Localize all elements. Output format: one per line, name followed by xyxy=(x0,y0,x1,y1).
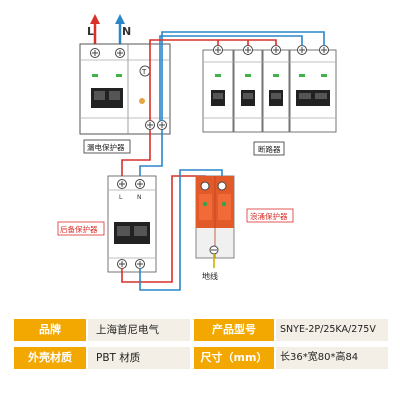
spec-brand-key: 品牌 xyxy=(14,319,86,341)
rcd-indicator-l-icon xyxy=(92,74,98,77)
spec-material-key: 外壳材质 xyxy=(14,347,86,369)
rcd-label-box xyxy=(83,139,131,154)
spec-size-key: 尺寸（mm） xyxy=(194,347,274,369)
rcd-status-dot-icon xyxy=(139,98,145,104)
breaker3-indicator-icon xyxy=(273,74,279,77)
spd-top-screw-n-icon xyxy=(217,181,227,191)
spec-row-1: 品牌 上海首尼电气 产品型号 SNYE-2P/25KA/275V xyxy=(14,319,388,341)
backup-protector-device: L N 后备保护器 xyxy=(57,175,157,273)
backup-terminal-l: L xyxy=(119,194,123,201)
spd-status-window-right-icon xyxy=(221,201,227,207)
ground-wire: 地线 xyxy=(202,254,218,281)
backup-label-box xyxy=(57,221,105,236)
spec-model-value: SNYE-2P/25KA/275V xyxy=(276,319,388,341)
backup-terminal-n: N xyxy=(137,194,142,201)
breaker4-indicator-n-icon xyxy=(321,74,327,77)
wiring-diagram: L N T 漏电保护器 xyxy=(57,14,337,291)
spec-brand-value: 上海首尼电气 xyxy=(88,319,190,341)
spec-material-value: PBT 材质 xyxy=(88,347,190,369)
rcd-to-backup-wiring xyxy=(121,130,163,178)
spec-row-2: 外壳材质 PBT 材质 尺寸（mm） 长36*宽80*高84 xyxy=(14,347,388,369)
breakers-label: 断路器 xyxy=(258,144,281,154)
neutral-arrow-icon xyxy=(115,14,125,24)
spec-size-value: 长36*宽80*高84 xyxy=(276,347,388,369)
backup-label: 后备保护器 xyxy=(60,224,98,234)
neutral-terminal-label: N xyxy=(122,25,131,38)
breakers-label-box xyxy=(253,141,285,156)
rcd-indicator-n-icon xyxy=(116,74,122,77)
spec-model-key: 产品型号 xyxy=(194,319,274,341)
rcd-to-breakers-wiring xyxy=(149,31,325,121)
rcd-test-symbol: T xyxy=(141,68,147,76)
live-terminal-label: L xyxy=(87,25,94,38)
breaker2-indicator-icon xyxy=(245,74,251,77)
spd-status-window-left-icon xyxy=(202,201,208,207)
breaker1-indicator-icon xyxy=(215,74,221,77)
spd-top-screw-l-icon xyxy=(200,181,210,191)
spd-label: 浪涌保护器 xyxy=(250,211,288,221)
breaker-group: 断路器 xyxy=(202,45,337,156)
spd-label-box xyxy=(246,208,294,223)
incoming-terminals: L N xyxy=(87,14,131,60)
rcd-device: T 漏电保护器 xyxy=(79,43,171,154)
surge-protector-device: 浪涌保护器 xyxy=(195,175,294,259)
breaker4-indicator-l-icon xyxy=(299,74,305,77)
rcd-label: 漏电保护器 xyxy=(87,142,125,152)
live-arrow-icon xyxy=(90,14,100,24)
ground-label: 地线 xyxy=(202,271,218,281)
